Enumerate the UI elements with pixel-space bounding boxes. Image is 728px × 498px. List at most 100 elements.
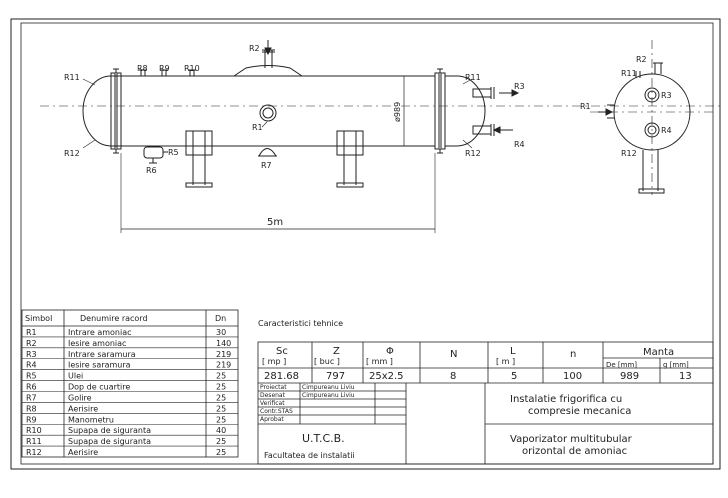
end-view: [590, 40, 717, 195]
faculty-label: Facultatea de instalatii: [264, 451, 355, 460]
tech-header-phi-unit: [ mm ]: [366, 357, 393, 366]
tech-value-n-small: 100: [563, 371, 582, 382]
connection-symbol: R1: [26, 328, 37, 337]
label-r3-end: R3: [661, 91, 672, 100]
tech-header-l-unit: [ m ]: [496, 357, 515, 366]
conn-header-name: Denumire racord: [80, 314, 148, 323]
label-r8: R8: [137, 64, 148, 73]
role-aprobat: Aprobat: [260, 416, 284, 423]
tech-value-sc: 281.68: [264, 371, 299, 382]
tech-header-sc: Sc: [276, 346, 288, 357]
label-r5: R5: [168, 148, 179, 157]
connection-symbol: R2: [26, 339, 37, 348]
project-title-line1: Instalatie frigorifica cu: [510, 394, 622, 405]
connection-dn: 30: [216, 328, 226, 337]
connection-dn: 25: [216, 448, 226, 457]
connection-name: Iesire amoniac: [68, 339, 126, 348]
connection-symbol: R3: [26, 350, 37, 359]
label-r11-end: R11: [621, 69, 637, 78]
role-contr-stas: Contr.STAS: [260, 408, 293, 415]
connection-dn: 25: [216, 393, 226, 402]
tech-header-sc-unit: [ mp ]: [262, 357, 286, 366]
label-r3: R3: [514, 82, 525, 91]
tech-header-g: g [mm]: [663, 361, 689, 369]
connection-symbol: R7: [26, 393, 37, 402]
conn-header-symbol: Simbol: [25, 314, 52, 323]
connection-symbol: R9: [26, 415, 37, 424]
connections-table: [21, 309, 239, 458]
connection-name: Supapa de siguranta: [68, 437, 151, 446]
tech-value-de: 989: [620, 371, 639, 382]
outer-frame: [10, 18, 721, 470]
tech-header-z-unit: [ buc ]: [314, 357, 340, 366]
connection-symbol: R11: [26, 437, 42, 446]
tech-header-phi: Φ: [386, 346, 394, 357]
connection-dn: 25: [216, 372, 226, 381]
label-r10: R10: [184, 64, 200, 73]
connection-symbol: R12: [26, 448, 42, 457]
tech-header-l: L: [510, 346, 516, 357]
label-r12-end: R12: [621, 149, 637, 158]
tech-header-n-small: n: [570, 349, 576, 360]
connection-name: Aerisire: [68, 448, 98, 457]
university-label: U.T.C.B.: [302, 432, 345, 445]
tech-value-z: 797: [326, 371, 345, 382]
label-r12-left: R12: [64, 149, 80, 158]
connection-name: Golire: [68, 393, 92, 402]
role-desenat-name: Cimpureanu Liviu: [302, 392, 355, 399]
label-r4-end: R4: [661, 126, 672, 135]
role-proiectat: Proiectat: [260, 384, 287, 391]
side-view: [40, 40, 720, 233]
connection-symbol: R5: [26, 372, 37, 381]
label-r11-right: R11: [465, 73, 481, 82]
conn-header-dn: Dn: [215, 314, 226, 323]
connection-name: Intrare saramura: [68, 350, 136, 359]
connection-dn: 219: [216, 350, 231, 359]
label-r2: R2: [249, 44, 260, 53]
tech-value-l: 5: [511, 371, 517, 382]
connection-symbol: R6: [26, 383, 37, 392]
tech-value-n: 8: [450, 371, 456, 382]
drawing-title-line2: orizontal de amoniac: [522, 446, 627, 457]
connection-dn: 25: [216, 404, 226, 413]
role-verificat: Verificat: [260, 400, 285, 407]
tech-title: Caracteristici tehnice: [258, 319, 343, 328]
connection-dn: 25: [216, 383, 226, 392]
label-r4: R4: [514, 140, 525, 149]
connection-dn: 25: [216, 415, 226, 424]
diameter-label: ø989: [393, 102, 402, 122]
label-r11-left: R11: [64, 73, 80, 82]
connection-symbol: R4: [26, 361, 37, 370]
tech-value-phi: 25x2.5: [369, 371, 404, 382]
tech-header-manta: Manta: [643, 347, 674, 358]
tech-header-z: Z: [333, 346, 340, 357]
connection-symbol: R8: [26, 404, 37, 413]
label-r9: R9: [159, 64, 170, 73]
tech-value-g: 13: [679, 371, 692, 382]
tech-header-de: De [mm]: [606, 361, 637, 369]
role-proiectat-name: Cimpureanu Liviu: [302, 384, 355, 391]
connection-dn: 140: [216, 339, 231, 348]
role-desenat: Desenat: [260, 392, 286, 399]
connection-name: Intrare amoniac: [68, 328, 132, 337]
project-title-line2: compresie mecanica: [528, 406, 631, 417]
label-r2-end: R2: [636, 55, 647, 64]
connection-symbol: R10: [26, 426, 42, 435]
tech-header-n: N: [450, 349, 457, 360]
length-dimension-label: 5m: [267, 217, 283, 228]
connection-dn: 219: [216, 361, 231, 370]
connection-name: Supapa de siguranta: [68, 426, 151, 435]
connection-name: Ulei: [68, 372, 83, 381]
drawing-title-line1: Vaporizator multitubular: [510, 434, 633, 445]
label-r7: R7: [261, 161, 272, 170]
connection-dn: 25: [216, 437, 226, 446]
label-r6: R6: [146, 166, 157, 175]
connection-name: Iesire saramura: [68, 361, 131, 370]
connection-name: Dop de cuartire: [68, 383, 130, 392]
label-r1: R1: [252, 123, 263, 132]
connection-name: Aerisire: [68, 404, 98, 413]
tech-table: [257, 341, 714, 465]
label-r1-end: R1: [580, 102, 591, 111]
